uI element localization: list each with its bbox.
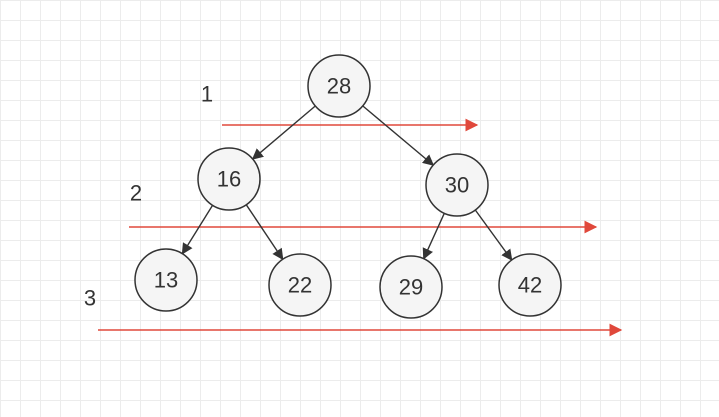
- edge-28-to-30: [362, 105, 435, 166]
- node-13-circle: [134, 248, 198, 312]
- node-29-circle: [379, 255, 443, 319]
- node-28-label: 28: [327, 74, 351, 99]
- node-30-circle: [425, 153, 489, 217]
- level-2-label: 2: [130, 181, 142, 206]
- node-29-label: 29: [399, 275, 423, 300]
- node-16-circle: [197, 147, 261, 211]
- node-42-circle: [498, 253, 562, 317]
- edge-30-to-42: [474, 209, 513, 261]
- level-1-label: 1: [201, 82, 213, 107]
- node-16-label: 16: [217, 167, 241, 192]
- node-22-label: 22: [288, 273, 312, 298]
- edge-16-to-13: [181, 204, 214, 255]
- node-28: 28: [307, 54, 371, 118]
- node-29: 29: [379, 255, 443, 319]
- edge-16-to-22: [245, 204, 284, 261]
- edge-30-to-29: [422, 213, 445, 260]
- node-30-label: 30: [445, 173, 469, 198]
- node-30: 30: [425, 153, 489, 217]
- node-42-label: 42: [518, 273, 542, 298]
- node-13-label: 13: [154, 268, 178, 293]
- node-13: 13: [134, 248, 198, 312]
- tree-edges: [181, 105, 513, 261]
- node-22: 22: [268, 253, 332, 317]
- level-markers: 1 2 3: [84, 82, 623, 337]
- tree-nodes: 28 16 30 13 22 29 42: [134, 54, 562, 319]
- node-22-circle: [268, 253, 332, 317]
- edge-28-to-16: [251, 105, 316, 160]
- node-42: 42: [498, 253, 562, 317]
- level-3-label: 3: [84, 286, 96, 311]
- node-28-circle: [307, 54, 371, 118]
- node-16: 16: [197, 147, 261, 211]
